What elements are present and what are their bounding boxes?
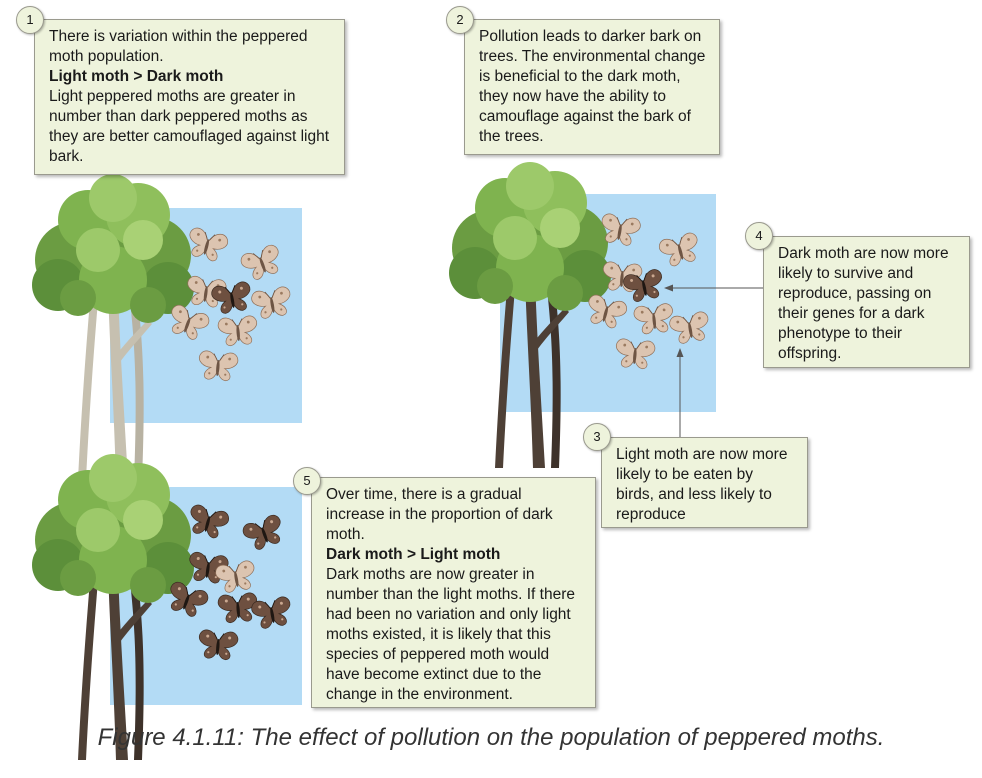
step-1-badge: 1	[16, 6, 44, 34]
step-4-text: Dark moth are now more likely to survive…	[778, 245, 949, 362]
scene-light-bark	[32, 174, 302, 480]
step-4-box: Dark moth are now more likely to survive…	[763, 236, 970, 368]
step-1-body: Light peppered moths are greater in numb…	[49, 88, 330, 165]
figure-caption: Figure 4.1.11: The effect of pollution o…	[97, 724, 885, 751]
step-3-box: Light moth are now more likely to be eat…	[601, 437, 808, 528]
step-4-badge: 4	[745, 222, 773, 250]
arrowhead-3	[676, 348, 684, 357]
step-5-heading: Dark moth > Light moth	[326, 546, 501, 563]
pointer-lines	[664, 284, 778, 440]
step-2-text: Pollution leads to darker bark on trees.…	[479, 28, 706, 145]
step-2-box: Pollution leads to darker bark on trees.…	[464, 19, 720, 155]
step-3-badge: 3	[583, 423, 611, 451]
step-5-box: Over time, there is a gradual increase i…	[311, 477, 596, 708]
step-3-text: Light moth are now more likely to be eat…	[616, 446, 788, 523]
step-5-badge: 5	[293, 467, 321, 495]
step-2-badge: 2	[446, 6, 474, 34]
step-1-text: There is variation within the peppered m…	[49, 28, 308, 65]
arrowhead-4	[664, 284, 673, 292]
step-1-heading: Light moth > Dark moth	[49, 68, 224, 85]
step-1-box: There is variation within the peppered m…	[34, 19, 345, 175]
scene-dark-bark-later	[32, 454, 302, 760]
scene-dark-bark	[449, 162, 716, 468]
step-5-body: Dark moths are now greater in number tha…	[326, 566, 575, 703]
step-5-text: Over time, there is a gradual increase i…	[326, 486, 553, 543]
